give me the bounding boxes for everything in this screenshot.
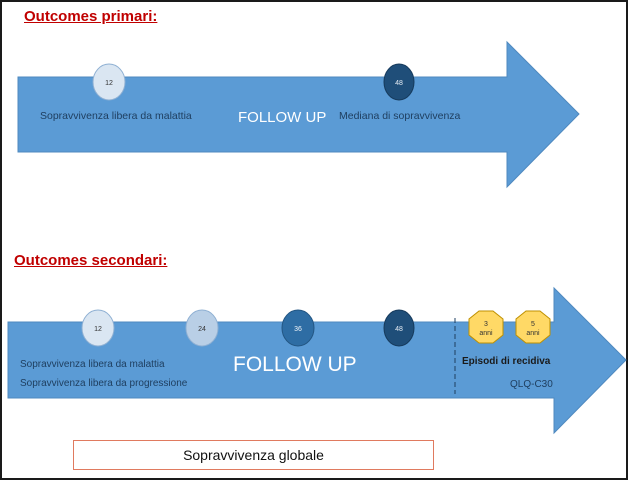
- primary-milestone-12: 12: [92, 63, 126, 101]
- recurrence-label: Episodi di recidiva: [462, 356, 551, 367]
- primary-arrow: [17, 40, 580, 189]
- year-marker-5-unit: anni: [526, 330, 540, 337]
- secondary-milestone-48-label: 48: [395, 326, 403, 333]
- secondary-milestone-12: 12: [81, 309, 115, 347]
- year-marker-5: 5 anni: [515, 310, 551, 344]
- primary-label-right: Mediana di sopravvivenza: [339, 110, 461, 122]
- primary-outcomes-title: Outcomes primari:: [24, 8, 158, 25]
- secondary-milestone-48: 48: [383, 309, 415, 347]
- year-marker-5-num: 5: [531, 321, 535, 328]
- secondary-milestone-36: 36: [281, 309, 315, 347]
- primary-milestone-48: 48: [383, 63, 415, 101]
- secondary-label-line1: Sopravvivenza libera da malattia: [20, 359, 165, 370]
- secondary-label-line2: Sopravvivenza libera da progressione: [20, 378, 188, 389]
- secondary-milestone-12-label: 12: [94, 326, 102, 333]
- primary-follow-up: FOLLOW UP: [238, 109, 326, 126]
- secondary-milestone-24: 24: [185, 309, 219, 347]
- secondary-follow-up: FOLLOW UP: [233, 353, 357, 376]
- secondary-milestone-24-label: 24: [198, 326, 206, 333]
- overall-survival-box: Sopravvivenza globale: [73, 440, 434, 470]
- primary-label-left: Sopravvivenza libera da malattia: [40, 110, 192, 122]
- primary-milestone-12-label: 12: [105, 80, 113, 87]
- secondary-milestone-36-label: 36: [294, 326, 302, 333]
- primary-milestone-48-label: 48: [395, 80, 403, 87]
- secondary-outcomes-title: Outcomes secondari:: [14, 252, 168, 269]
- year-marker-3-num: 3: [484, 321, 488, 328]
- year-marker-3: 3 anni: [468, 310, 504, 344]
- qlq-label: QLQ-C30: [510, 379, 553, 390]
- year-marker-3-unit: anni: [479, 330, 493, 337]
- overall-survival-label: Sopravvivenza globale: [183, 447, 324, 463]
